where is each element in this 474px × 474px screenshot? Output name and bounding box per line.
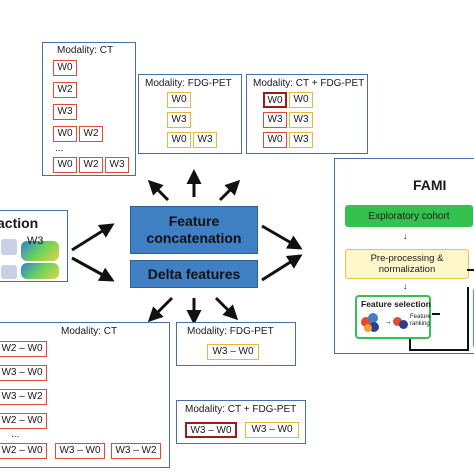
concat-label: Feature concatenation [146, 213, 242, 246]
flow-line [409, 339, 411, 351]
panel-title: Modality: CT [57, 45, 114, 56]
panel-famili: FAMI Exploratory cohort ↓ Pre-processing… [334, 158, 474, 354]
chip: W3 – W0 [185, 422, 237, 438]
exploratory-label: Exploratory cohort [368, 210, 450, 222]
chip: W2 [79, 126, 103, 142]
panel-pet-concat: Modality: FDG-PET W0 W3 W0 W3 [138, 74, 242, 154]
flow-arrow: ↓ [403, 231, 408, 241]
arrow-down-right [214, 296, 239, 321]
scan-thumbnail [1, 239, 17, 255]
ellipsis: ... [55, 143, 64, 154]
chip: W2 – W0 [0, 413, 47, 429]
panel-title: Modality: FDG-PET [145, 78, 232, 89]
panel-pet-delta: Modality: FDG-PET W3 – W0 [176, 322, 296, 366]
chip: W3 [105, 157, 129, 173]
panel-title: action [0, 215, 39, 231]
chip: W2 – W0 [0, 341, 47, 357]
feature-cluster-icon [361, 313, 381, 333]
panel-feature-extraction: action W3 [0, 210, 68, 282]
famili-title: FAMI [413, 177, 447, 193]
scan-thumbnail [1, 265, 17, 279]
chip: W0 [263, 132, 287, 148]
chip: W0 [289, 92, 313, 108]
chip: W3 – W2 [111, 443, 161, 459]
chip: W3 [53, 104, 77, 120]
panel-ct-pet-concat: Modality: CT + FDG-PET W0 W0 W3 W3 W0 W3 [246, 74, 368, 154]
chip: W0 [53, 126, 77, 142]
chip: W3 [167, 112, 191, 128]
delta-label: Delta features [147, 266, 241, 282]
feature-concatenation-box: Feature concatenation [130, 206, 258, 254]
chip: W3 [289, 112, 313, 128]
texture-thumbnail [21, 263, 59, 279]
panel-title: Modality: CT + FDG-PET [253, 78, 365, 89]
chip: W0 [167, 92, 191, 108]
panel-ct-concat: Modality: CT W0 W2 W3 W0 W2 ... W0 W2 W3 [42, 42, 136, 176]
panel-title: Modality: CT [61, 326, 118, 337]
arrow-concat-to-famili [261, 224, 303, 250]
chip: W3 – W0 [55, 443, 105, 459]
chip: W3 [263, 112, 287, 128]
panel-ct-pet-delta: Modality: CT + FDG-PET W3 – W0 W3 – W0 [176, 400, 306, 444]
panel-ct-delta: Modality: CT W2 – W0 W3 – W0 W3 – W2 W2 … [0, 322, 170, 468]
chip: W3 – W0 [207, 344, 259, 360]
ranked-cluster-icon [393, 315, 409, 331]
panel-title: Modality: FDG-PET [187, 326, 274, 337]
chip: W0 [167, 132, 191, 148]
chip: W3 – W0 [0, 365, 47, 381]
chip: W2 [53, 82, 77, 98]
delta-features-box: Delta features [130, 260, 258, 288]
feature-selection-label: Feature selection [361, 299, 431, 309]
ellipsis: ... [11, 429, 20, 440]
arrow-right-icon: → [384, 317, 392, 326]
feature-ranking-label: Feature ranking [410, 314, 431, 327]
chip: W2 – W0 [0, 443, 47, 459]
flow-line [467, 287, 469, 351]
arrow-up-left [147, 179, 170, 202]
chip: W3 [193, 132, 217, 148]
arrow-left-to-concat [71, 223, 115, 252]
chip: W0 [53, 60, 77, 76]
flow-arrow: ↓ [403, 281, 408, 291]
panel-title: Modality: CT + FDG-PET [185, 404, 297, 415]
chip: W0 [263, 92, 287, 108]
flow-arrow [467, 269, 474, 271]
chip: W3 – W0 [245, 422, 299, 438]
texture-thumbnail [21, 241, 59, 261]
chip: W2 [79, 157, 103, 173]
exploratory-cohort-box: Exploratory cohort [345, 205, 473, 227]
preprocessing-box: Pre-processing & normalization [345, 249, 469, 279]
panel-label: W3 [27, 235, 44, 247]
arrow-left-to-delta [71, 256, 115, 282]
chip: W3 – W2 [0, 389, 47, 405]
chip: W3 [289, 132, 313, 148]
arrow-delta-to-famili [261, 254, 303, 282]
chip: W0 [53, 157, 77, 173]
arrow-up-right [218, 179, 241, 202]
preprocessing-label: Pre-processing & normalization [370, 253, 444, 275]
arrow-down-left [147, 296, 174, 323]
feature-selection-box: Feature selection → Feature ranking [355, 295, 431, 339]
flow-line [409, 349, 469, 351]
flow-arrow [432, 313, 440, 315]
